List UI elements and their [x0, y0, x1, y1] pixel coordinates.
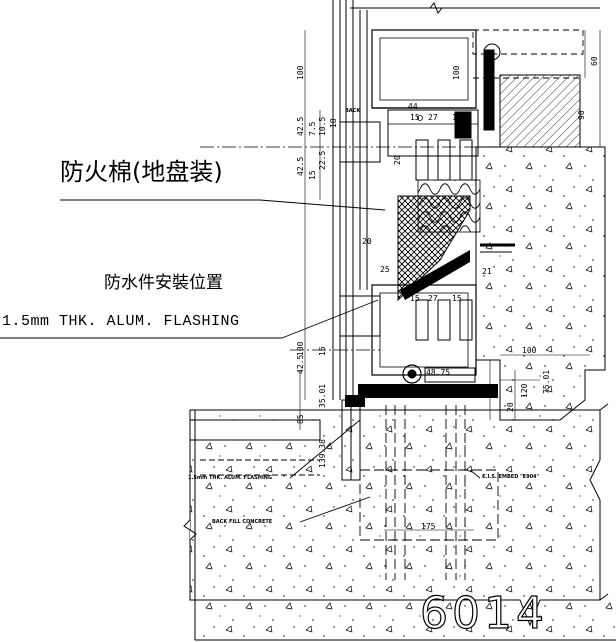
dim-100-right: 100 [522, 346, 537, 355]
sheet-number: 6014 [419, 587, 548, 639]
dim-15-a: 15 [308, 170, 317, 180]
dim-15-mid2: 15 [452, 294, 462, 303]
dim-20-c: 20 [506, 402, 515, 412]
dim-7-5: 7.5 [308, 121, 317, 136]
dim-15-b: 15 [318, 346, 327, 356]
concrete-base [183, 403, 616, 641]
lower-transom-frame [371, 284, 477, 384]
cast-in-embed-label: C.I.S. EMBED "E904" [482, 474, 540, 480]
leader-lines [0, 199, 481, 523]
concrete-wall [475, 146, 606, 421]
flashing-spec-label: 1.5mm THK. ALUM. FLASHING [2, 313, 240, 330]
dim-42-5-b: 42.5 [296, 354, 305, 374]
sealant-label: BACK [345, 108, 361, 114]
dim-18: 18 [329, 118, 338, 128]
dim-20-a: 20 [393, 155, 402, 165]
dim-75-01: 75.01 [542, 369, 551, 394]
dim-48-75: 48.75 [426, 368, 451, 377]
flashing-small-label: 1.5mm THK. ALUM. FLASHING [188, 475, 273, 481]
dim-139-38: 139.38 [318, 439, 327, 468]
dim-15-top2: 15 [452, 113, 462, 122]
upper-slab-section [499, 74, 581, 148]
dim-10-5: 10.5 [318, 116, 327, 136]
dim-21: 21 [482, 267, 492, 276]
dim-25: 25 [380, 265, 390, 274]
dim-20-b: 20 [362, 237, 372, 246]
dim-120: 120 [520, 383, 529, 398]
dim-15-top: 15 [410, 113, 420, 122]
dim-27-top: 27 [428, 113, 438, 122]
dim-60: 60 [590, 56, 599, 66]
dim-42-5-a: 42.5 [296, 156, 305, 176]
top-break-line [350, 2, 600, 14]
dim-15-mid: 15 [410, 294, 420, 303]
fire-stop-wool [397, 195, 471, 302]
fire-insulation-label: 防火棉(地盘装) [60, 158, 223, 186]
anchor-bolts [415, 139, 515, 341]
sill-base [345, 384, 498, 407]
dim-100-top2: 100 [452, 65, 461, 80]
dim-85: 85 [296, 414, 305, 424]
curtain-wall-mullion [332, 0, 368, 400]
centre-lines [200, 146, 500, 351]
dimension-lines [299, 30, 601, 531]
dim-90: 90 [577, 110, 586, 120]
dim-42-5-top: 42.5 [296, 116, 305, 136]
dim-22-5: 22.5 [318, 150, 327, 170]
back-fill-label: BACK FILL CONCRETE [212, 519, 273, 525]
dim-100-top: 100 [296, 65, 305, 80]
dim-175: 175 [421, 522, 436, 531]
flashing-position-label: 防水件安裝位置 [104, 273, 223, 293]
dim-44-top: 44 [408, 102, 418, 111]
dim-35-01: 35.01 [318, 383, 327, 408]
upper-transom-frame [371, 29, 501, 157]
dim-27-mid: 27 [428, 294, 438, 303]
dim-44-mid: 44 [410, 282, 420, 291]
